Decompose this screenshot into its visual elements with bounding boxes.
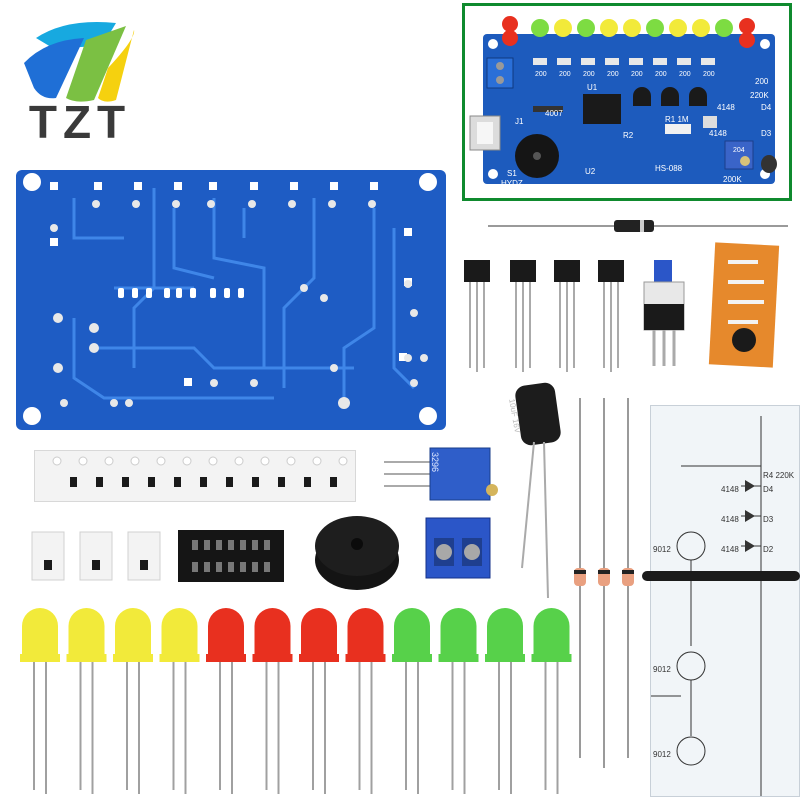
schematic-4148-b-label: 4148 xyxy=(721,515,739,524)
schematic-4148-c-label: 4148 xyxy=(721,545,739,554)
green-led xyxy=(485,608,525,794)
buzzer xyxy=(312,512,402,592)
red-led xyxy=(252,608,293,794)
label-u1: U1 xyxy=(587,83,598,92)
green-led xyxy=(392,608,432,794)
label-u2: U2 xyxy=(585,167,596,176)
schematic-q11-label: 9012 xyxy=(653,665,671,674)
label-j1: J1 xyxy=(515,117,524,126)
yellow-led xyxy=(20,608,60,794)
loose-led-row xyxy=(18,608,578,796)
brand-logo xyxy=(6,8,156,158)
schematic-d3-label: D3 xyxy=(763,515,774,524)
board-resistor-label: 200 xyxy=(607,71,619,78)
board-resistor-label: 200 xyxy=(655,71,667,78)
smd-ic-chip xyxy=(178,530,284,582)
red-led xyxy=(206,608,246,794)
yellow-led xyxy=(66,608,107,794)
board-resistor-label: 200 xyxy=(559,71,571,78)
schematic-sheet: R4 220K D4 D3 D2 4148 4148 4148 9012 901… xyxy=(650,405,800,797)
label-d3: D3 xyxy=(761,129,772,138)
green-led xyxy=(531,608,572,794)
schematic-d2-label: D2 xyxy=(763,545,774,554)
red-led xyxy=(299,608,339,794)
transistor xyxy=(510,260,536,372)
board-resistor-label: 200 xyxy=(535,71,547,78)
loose-leds xyxy=(20,608,572,794)
board-resistor-label: 200 xyxy=(631,71,643,78)
board-resistor-label: 200 xyxy=(679,71,691,78)
label-model: HS-088 xyxy=(655,164,683,173)
smd-single-parts xyxy=(30,530,170,582)
bare-pcb xyxy=(14,168,448,432)
smd-resistor-strip xyxy=(34,450,356,502)
board-resistor-labels: 200 200 200 200 200 200 200 200 xyxy=(535,71,715,78)
board-resistor-label: 200 xyxy=(583,71,595,78)
electrolytic-capacitor xyxy=(508,378,568,600)
rubber-band xyxy=(642,571,800,581)
yellow-led xyxy=(159,608,200,794)
schematic-q12-label: 9012 xyxy=(653,750,671,759)
schematic-q10-label: 9012 xyxy=(653,545,671,554)
push-switch xyxy=(640,258,688,370)
label-hydz: HYDZ xyxy=(501,179,523,188)
schematic-4148-a-label: 4148 xyxy=(721,485,739,494)
brand-wordmark: TZT xyxy=(28,96,132,148)
sensor-board xyxy=(708,240,780,370)
label-r1-1m: R1 1M xyxy=(665,115,689,124)
potentiometer-label: 3296 xyxy=(430,452,440,473)
transistor xyxy=(598,260,624,372)
yellow-led xyxy=(113,608,153,794)
label-200k: 200K xyxy=(723,175,742,184)
schematic-d4-label: D4 xyxy=(763,485,774,494)
green-led xyxy=(438,608,479,794)
label-4148-a: 4148 xyxy=(717,103,735,112)
schematic-r4-label: R4 220K xyxy=(763,471,795,480)
label-r16-200: 200 xyxy=(755,77,769,86)
signal-diodes xyxy=(570,398,640,778)
label-4007: 4007 xyxy=(545,109,563,118)
trim-potentiometer xyxy=(384,446,500,502)
bare-pcb-illustration xyxy=(16,170,446,430)
label-s1: S1 xyxy=(507,169,517,178)
transistor-set xyxy=(458,258,638,378)
assembled-board-photo: J1 4007 HYDZ S1 U1 U2 HS-088 R2 R1 1M 41… xyxy=(462,3,792,201)
assembled-board-illustration: J1 4007 HYDZ S1 U1 U2 HS-088 R2 R1 1M 41… xyxy=(469,16,777,188)
transistor xyxy=(554,260,580,372)
screw-terminal xyxy=(424,516,492,580)
transistor xyxy=(464,260,490,372)
label-4148-b: 4148 xyxy=(709,129,727,138)
schematic-drawing: R4 220K D4 D3 D2 4148 4148 4148 9012 901… xyxy=(651,416,795,796)
label-pot-code: 204 xyxy=(733,147,745,154)
label-220k: 220K xyxy=(750,91,769,100)
label-d4: D4 xyxy=(761,103,772,112)
label-r2: R2 xyxy=(623,131,634,140)
red-led xyxy=(345,608,386,794)
board-resistor-label: 200 xyxy=(703,71,715,78)
board-led-row xyxy=(502,16,755,48)
rectifier-diode xyxy=(488,216,788,236)
tzt-logo-mark-icon xyxy=(24,22,135,102)
